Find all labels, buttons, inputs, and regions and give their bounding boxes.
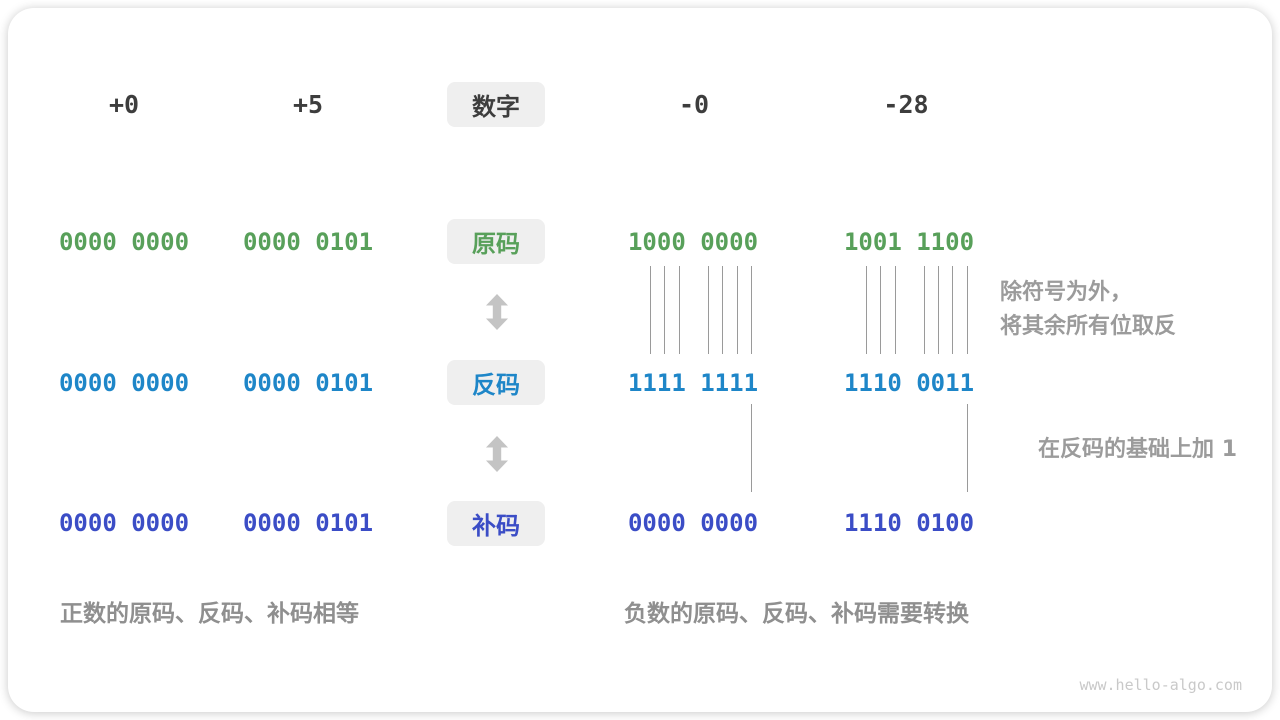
negative-caption: 负数的原码、反码、补码需要转换 [624, 601, 969, 627]
ones-complement-value: 0000 0101 [242, 369, 374, 397]
ones-complement-value: 0000 0000 [58, 369, 190, 397]
bit-line [650, 266, 651, 354]
bit-line [952, 266, 953, 354]
bit-line [880, 266, 881, 354]
add-one-line [967, 404, 968, 492]
number-minus-28: -28 [883, 90, 929, 119]
double-arrow-icon [486, 436, 508, 472]
bit-line [967, 266, 968, 354]
sign-magnitude-label-box: 原码 [447, 219, 545, 264]
sign-magnitude-value: 0000 0101 [242, 228, 374, 256]
ones-complement-label-box: 反码 [447, 360, 545, 405]
number-minus-0: -0 [678, 90, 710, 119]
add-one-line [751, 404, 752, 492]
add-one-note: 在反码的基础上加 1 [1038, 437, 1237, 462]
twos-complement-value: 0000 0000 [627, 509, 759, 537]
twos-complement-label-box: 补码 [447, 501, 545, 546]
sign-magnitude-label: 原码 [472, 230, 520, 258]
bit-line [679, 266, 680, 354]
figure-card [8, 8, 1272, 712]
sign-magnitude-value: 0000 0000 [58, 228, 190, 256]
bit-line [938, 266, 939, 354]
bit-line [866, 266, 867, 354]
number-plus-0: +0 [108, 90, 140, 119]
bit-line [751, 266, 752, 354]
header-label: 数字 [472, 93, 520, 121]
bit-line [924, 266, 925, 354]
bit-line [664, 266, 665, 354]
bit-line [895, 266, 896, 354]
invert-note: 除符号为外， 将其余所有位取反 [1000, 280, 1177, 339]
ones-complement-value: 1111 1111 [627, 369, 759, 397]
ones-complement-value: 1110 0011 [843, 369, 975, 397]
number-plus-5: +5 [292, 90, 324, 119]
bit-line [708, 266, 709, 354]
bit-line [722, 266, 723, 354]
twos-complement-label: 补码 [472, 512, 520, 540]
watermark: www.hello-algo.com [1079, 676, 1242, 694]
sign-magnitude-value: 1000 0000 [627, 228, 759, 256]
bit-line [737, 266, 738, 354]
ones-complement-label: 反码 [472, 371, 520, 399]
twos-complement-value: 0000 0000 [58, 509, 190, 537]
positive-caption: 正数的原码、反码、补码相等 [60, 601, 359, 627]
header-label-box: 数字 [447, 82, 545, 127]
twos-complement-value: 1110 0100 [843, 509, 975, 537]
twos-complement-value: 0000 0101 [242, 509, 374, 537]
double-arrow-icon [486, 294, 508, 330]
sign-magnitude-value: 1001 1100 [843, 228, 975, 256]
